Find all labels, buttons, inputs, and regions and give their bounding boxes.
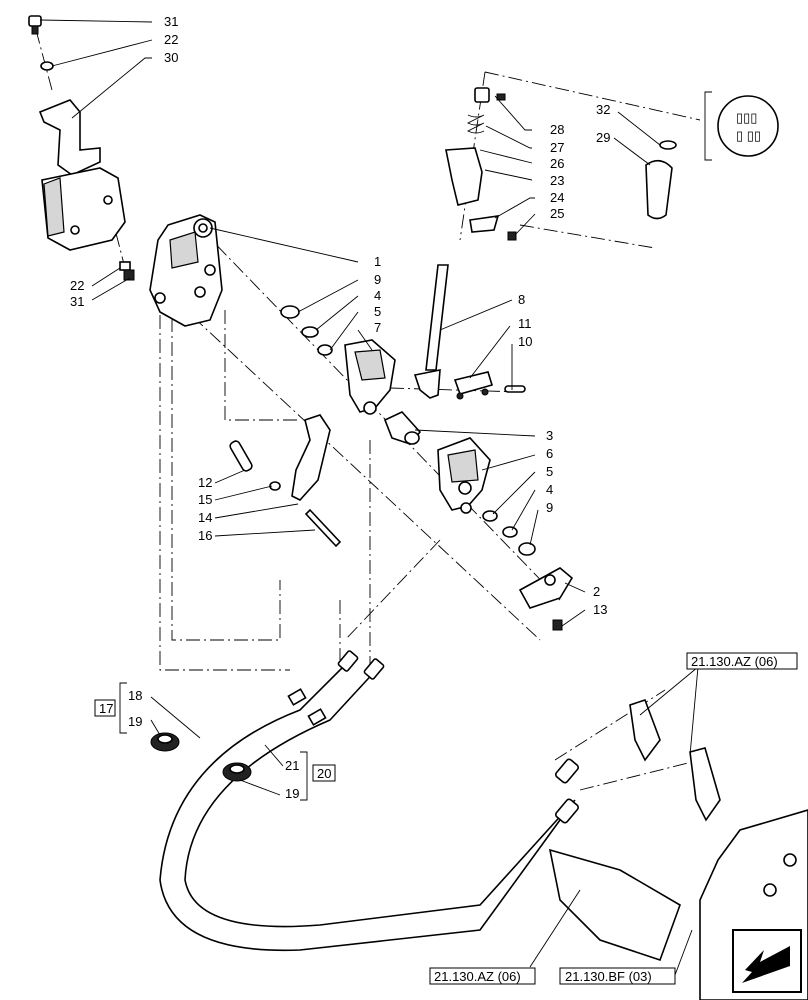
reference-boxes: [429, 652, 798, 985]
callout: 4: [546, 482, 553, 497]
callout: 27: [550, 140, 564, 155]
reference-bottom-right: 21.130.BF (03): [565, 969, 652, 984]
callout: 13: [593, 602, 607, 617]
assembly-lines: [35, 29, 701, 791]
reference-top: 21.130.AZ (06): [691, 654, 778, 669]
callout: 12: [198, 475, 212, 490]
part-30-bracket: [38, 99, 126, 251]
callout: 8: [518, 292, 525, 307]
part-9-4-5-washers-upper: [280, 305, 333, 356]
svg-text:▯▯▯: ▯▯▯: [736, 110, 757, 125]
part-1-gearbox-housing: [149, 214, 223, 327]
callout: 6: [546, 446, 553, 461]
callout: 17: [99, 701, 113, 716]
callout: 10: [518, 334, 532, 349]
part-12-14-15-16-lever-assembly: [229, 414, 342, 548]
callout: 14: [198, 510, 212, 525]
callout: 11: [518, 316, 532, 331]
part-10-pin: [504, 385, 526, 393]
leader-lines: [39, 19, 699, 976]
part-7-quadrant-upper: [344, 339, 396, 415]
callout: 2: [593, 584, 600, 599]
callout: 9: [546, 500, 553, 515]
part-13-screw: [552, 619, 563, 631]
callout: 24: [550, 190, 564, 205]
callout: 5: [374, 304, 381, 319]
callout: 16: [198, 528, 212, 543]
callout: 25: [550, 206, 564, 221]
arrow-down-left-icon[interactable]: [732, 929, 802, 993]
part-22-washer-top: [40, 61, 54, 71]
part-11-spring-clip: [453, 371, 494, 400]
callout: 1: [374, 254, 381, 269]
callout: 20: [317, 766, 331, 781]
callout: 19: [285, 786, 299, 801]
part-31-bolt-top: [28, 15, 42, 35]
callout: 18: [128, 688, 142, 703]
part-3-shaft-pin: [383, 411, 422, 445]
callout: 28: [550, 122, 564, 137]
callout: 15: [198, 492, 212, 507]
callout: 5: [546, 464, 553, 479]
group-brackets: [94, 91, 712, 801]
callout: 26: [550, 156, 564, 171]
callout: 31: [70, 294, 84, 309]
part-29-32-knob: ▯▯▯ ▯ ▯▯: [645, 95, 779, 220]
callout: 31: [164, 14, 178, 29]
callout: 9: [374, 272, 381, 287]
callout: 19: [128, 714, 142, 729]
part-18-21-cables: [159, 650, 580, 952]
callout: 22: [164, 32, 178, 47]
reference-labels: 21.130.AZ (06) 21.130.AZ (06) 21.130.BF …: [434, 654, 778, 984]
part-22-31-nut-bolt-lower: [119, 261, 135, 281]
reference-bottom-left: 21.130.AZ (06): [434, 969, 521, 984]
callout: 3: [546, 428, 553, 443]
callout: 23: [550, 173, 564, 188]
part-23-28-lever-head: [445, 87, 517, 241]
callout: 32: [596, 102, 610, 117]
part-8-gear-lever-rod: [413, 264, 449, 399]
callout: 29: [596, 130, 610, 145]
part-19-grommets: [150, 732, 252, 782]
callout: 22: [70, 278, 84, 293]
callout: 21: [285, 758, 299, 773]
callout-labels: 31 22 30 22 31 28 27 26 23 24 25 32 29 1…: [70, 14, 610, 801]
callout: 4: [374, 288, 381, 303]
part-6-quadrant-lower: [437, 437, 491, 514]
part-5-4-9-washers-lower: [482, 510, 536, 556]
callout: 7: [374, 320, 381, 335]
svg-text:▯ ▯▯: ▯ ▯▯: [736, 128, 761, 143]
part-2-cover-plate: [518, 567, 574, 609]
callout: 30: [164, 50, 178, 65]
